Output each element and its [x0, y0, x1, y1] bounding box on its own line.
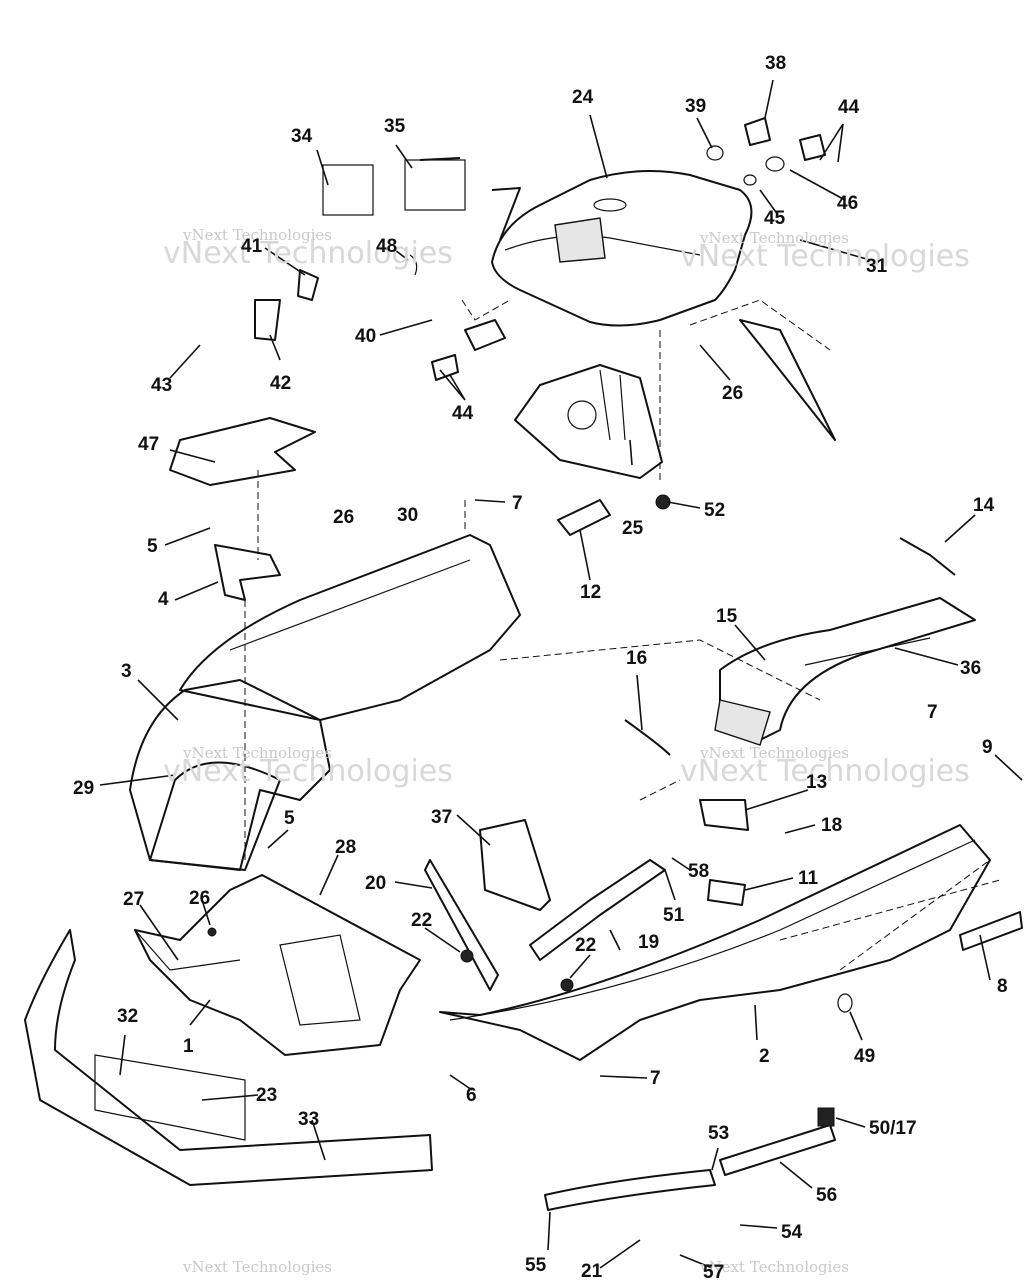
part-label-42: 42 — [270, 373, 292, 394]
part-label-39: 39 — [685, 96, 707, 117]
part-label-15: 15 — [716, 606, 738, 627]
fender-part-15 — [714, 597, 976, 746]
part-label-34: 34 — [291, 126, 313, 147]
part-label-58: 58 — [688, 861, 710, 882]
shroud-part-28 — [134, 874, 421, 1056]
part-label-48: 48 — [376, 236, 398, 257]
part-label-32: 32 — [117, 1006, 139, 1027]
part-label-16: 16 — [626, 648, 648, 669]
part-label-36: 36 — [960, 658, 982, 679]
part-label-49: 49 — [854, 1046, 876, 1067]
part-label-2: 2 — [759, 1046, 770, 1067]
part-label-22-right: 22 — [575, 935, 597, 956]
part-label-47: 47 — [138, 434, 160, 455]
part-label-4: 4 — [158, 589, 169, 610]
pan-part-30 — [179, 534, 521, 721]
part-label-7-top: 7 — [512, 493, 523, 514]
part-label-19: 19 — [638, 932, 660, 953]
part-label-33: 33 — [298, 1109, 320, 1130]
part-label-25: 25 — [622, 518, 644, 539]
leader-lines — [99, 79, 1023, 1269]
part-label-41: 41 — [241, 236, 263, 257]
hood-part-24 — [491, 170, 836, 441]
part-label-5-top: 5 — [147, 536, 158, 557]
part-label-21: 21 — [581, 1261, 603, 1282]
part-label-7-right: 7 — [927, 702, 938, 723]
part-label-5-mid: 5 — [284, 808, 295, 829]
part-label-26-mid: 26 — [333, 507, 355, 528]
part-label-50-17: 50/17 — [869, 1118, 917, 1139]
part-label-26-top: 26 — [722, 383, 744, 404]
part-label-45: 45 — [764, 208, 786, 229]
part-label-52: 52 — [704, 500, 726, 521]
part-label-28: 28 — [335, 837, 357, 858]
part-label-27: 27 — [123, 889, 145, 910]
part-label-29: 29 — [73, 778, 95, 799]
side-panel-part-2 — [439, 824, 991, 1061]
part-label-1: 1 — [183, 1036, 194, 1057]
part-label-18: 18 — [821, 815, 843, 836]
part-label-3: 3 — [121, 661, 132, 682]
assembly-lines — [244, 299, 1001, 971]
part-label-11: 11 — [798, 868, 819, 889]
dash-part-25 — [514, 364, 663, 479]
part-label-6: 6 — [466, 1085, 477, 1106]
part-label-38: 38 — [765, 53, 787, 74]
part-label-57: 57 — [703, 1262, 725, 1283]
part-label-44-bottom: 44 — [452, 403, 474, 424]
part-label-30: 30 — [397, 505, 419, 526]
part-label-35: 35 — [384, 116, 406, 137]
part-label-14: 14 — [973, 495, 995, 516]
small-parts — [169, 117, 1023, 1013]
bumper-part-33 — [24, 929, 433, 1186]
part-label-23: 23 — [256, 1085, 278, 1106]
part-label-24: 24 — [572, 87, 594, 108]
part-label-26-low: 26 — [189, 888, 211, 909]
part-label-7-bottom: 7 — [650, 1068, 661, 1089]
part-label-44-top: 44 — [838, 97, 860, 118]
part-label-13: 13 — [806, 772, 828, 793]
part-label-8: 8 — [997, 976, 1008, 997]
part-label-46: 46 — [837, 193, 859, 214]
part-label-53: 53 — [708, 1123, 730, 1144]
bar-part-53 — [544, 1107, 836, 1211]
part-label-55: 55 — [525, 1255, 547, 1276]
part-label-9: 9 — [982, 737, 993, 758]
part-label-51: 51 — [663, 905, 685, 926]
part-label-31: 31 — [866, 256, 888, 277]
part-label-40: 40 — [355, 326, 377, 347]
part-label-12: 12 — [580, 582, 602, 603]
cowl-part-3 — [129, 679, 331, 871]
part-label-37: 37 — [431, 807, 453, 828]
part-label-54: 54 — [781, 1222, 803, 1243]
part-label-22-left: 22 — [411, 910, 433, 931]
part-label-43: 43 — [151, 375, 173, 396]
part-label-56: 56 — [816, 1185, 838, 1206]
part-label-20: 20 — [365, 873, 387, 894]
